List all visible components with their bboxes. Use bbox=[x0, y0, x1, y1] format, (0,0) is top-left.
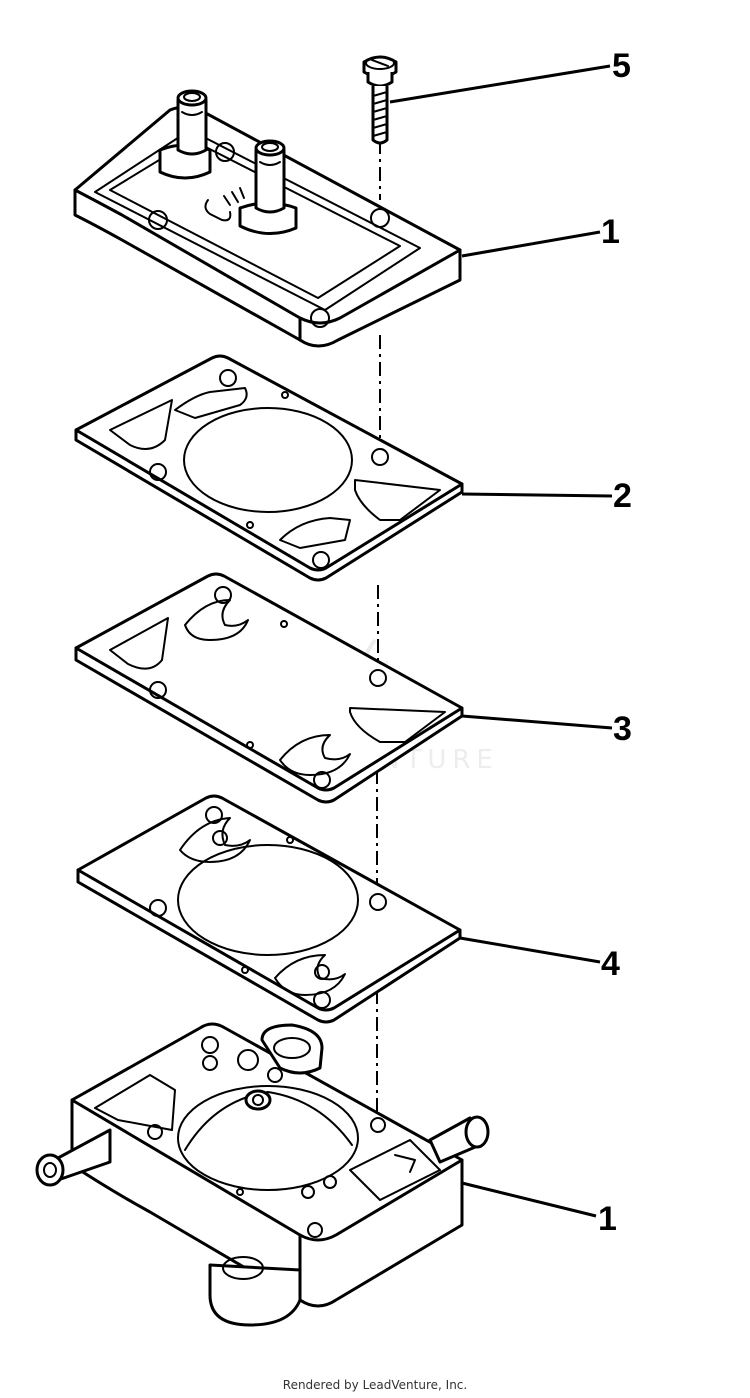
callout-5: 5 bbox=[612, 47, 631, 85]
callout-leaders bbox=[389, 64, 613, 1218]
gasket-part-2 bbox=[74, 354, 464, 582]
pump-body-bottom bbox=[35, 1022, 490, 1327]
assembly-centerline bbox=[376, 140, 381, 1120]
callout-1-bottom: 1 bbox=[598, 1200, 617, 1238]
callout-2: 2 bbox=[613, 477, 632, 515]
callout-1-top: 1 bbox=[601, 213, 620, 251]
callout-3: 3 bbox=[613, 710, 632, 748]
pump-cover-top bbox=[73, 89, 462, 348]
diaphragm-part-3 bbox=[74, 572, 464, 804]
screw-part bbox=[362, 55, 398, 145]
footer-credit: Rendered by LeadVenture, Inc. bbox=[282, 1378, 468, 1392]
callout-4: 4 bbox=[601, 945, 620, 983]
gasket-part-4 bbox=[76, 794, 462, 1024]
